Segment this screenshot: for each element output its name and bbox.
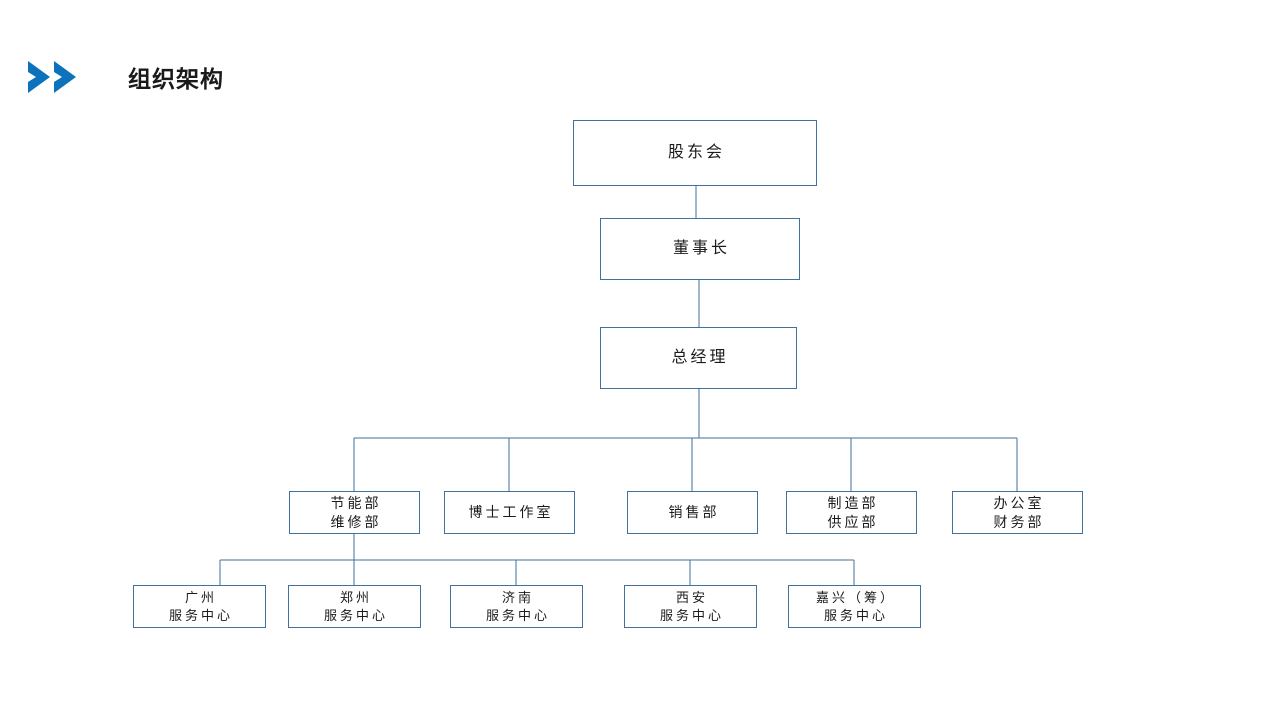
node-sales-dept[interactable]: 销售部: [627, 491, 758, 534]
node-label: 总经理: [671, 349, 729, 367]
node-energy-maintenance-dept[interactable]: 节能部 维修部: [289, 491, 420, 534]
slide-header: 组织架构: [0, 54, 224, 100]
node-label-line2: 财务部: [993, 513, 1045, 530]
node-label-line2: 服务中心: [168, 607, 233, 623]
node-jiaxing-service-center[interactable]: 嘉兴（筹） 服务中心: [788, 585, 921, 628]
node-label-line1: 节能部: [330, 495, 382, 512]
node-label-line1: 西安: [675, 590, 708, 606]
node-label: 博士工作室: [468, 504, 554, 521]
node-label-line1: 嘉兴（筹）: [815, 590, 896, 606]
node-jinan-service-center[interactable]: 济南 服务中心: [450, 585, 583, 628]
node-label: 销售部: [668, 504, 720, 521]
node-xian-service-center[interactable]: 西安 服务中心: [624, 585, 757, 628]
node-label-line2: 服务中心: [323, 607, 388, 623]
node-label-line1: 办公室: [993, 495, 1045, 512]
node-label-line2: 服务中心: [823, 607, 888, 623]
node-label-line2: 供应部: [827, 513, 879, 530]
node-label-line1: 广州: [184, 590, 217, 606]
node-label-line2: 服务中心: [485, 607, 550, 623]
node-office-finance-dept[interactable]: 办公室 财务部: [952, 491, 1083, 534]
page-title: 组织架构: [128, 66, 224, 92]
node-label-line1: 郑州: [339, 590, 372, 606]
node-doctor-studio[interactable]: 博士工作室: [444, 491, 575, 534]
node-label-line2: 维修部: [330, 513, 382, 530]
node-guangzhou-service-center[interactable]: 广州 服务中心: [133, 585, 266, 628]
double-chevron-right-icon: [14, 57, 96, 97]
node-zhengzhou-service-center[interactable]: 郑州 服务中心: [288, 585, 421, 628]
node-label: 股东会: [667, 144, 725, 162]
node-shareholders[interactable]: 股东会: [573, 120, 817, 186]
node-label-line2: 服务中心: [659, 607, 724, 623]
node-label-line1: 济南: [501, 590, 534, 606]
node-manufacturing-supply-dept[interactable]: 制造部 供应部: [786, 491, 917, 534]
node-label: 董事长: [672, 240, 730, 258]
node-label-line1: 制造部: [827, 495, 879, 512]
node-chairman[interactable]: 董事长: [600, 218, 800, 280]
node-general-manager[interactable]: 总经理: [600, 327, 797, 389]
